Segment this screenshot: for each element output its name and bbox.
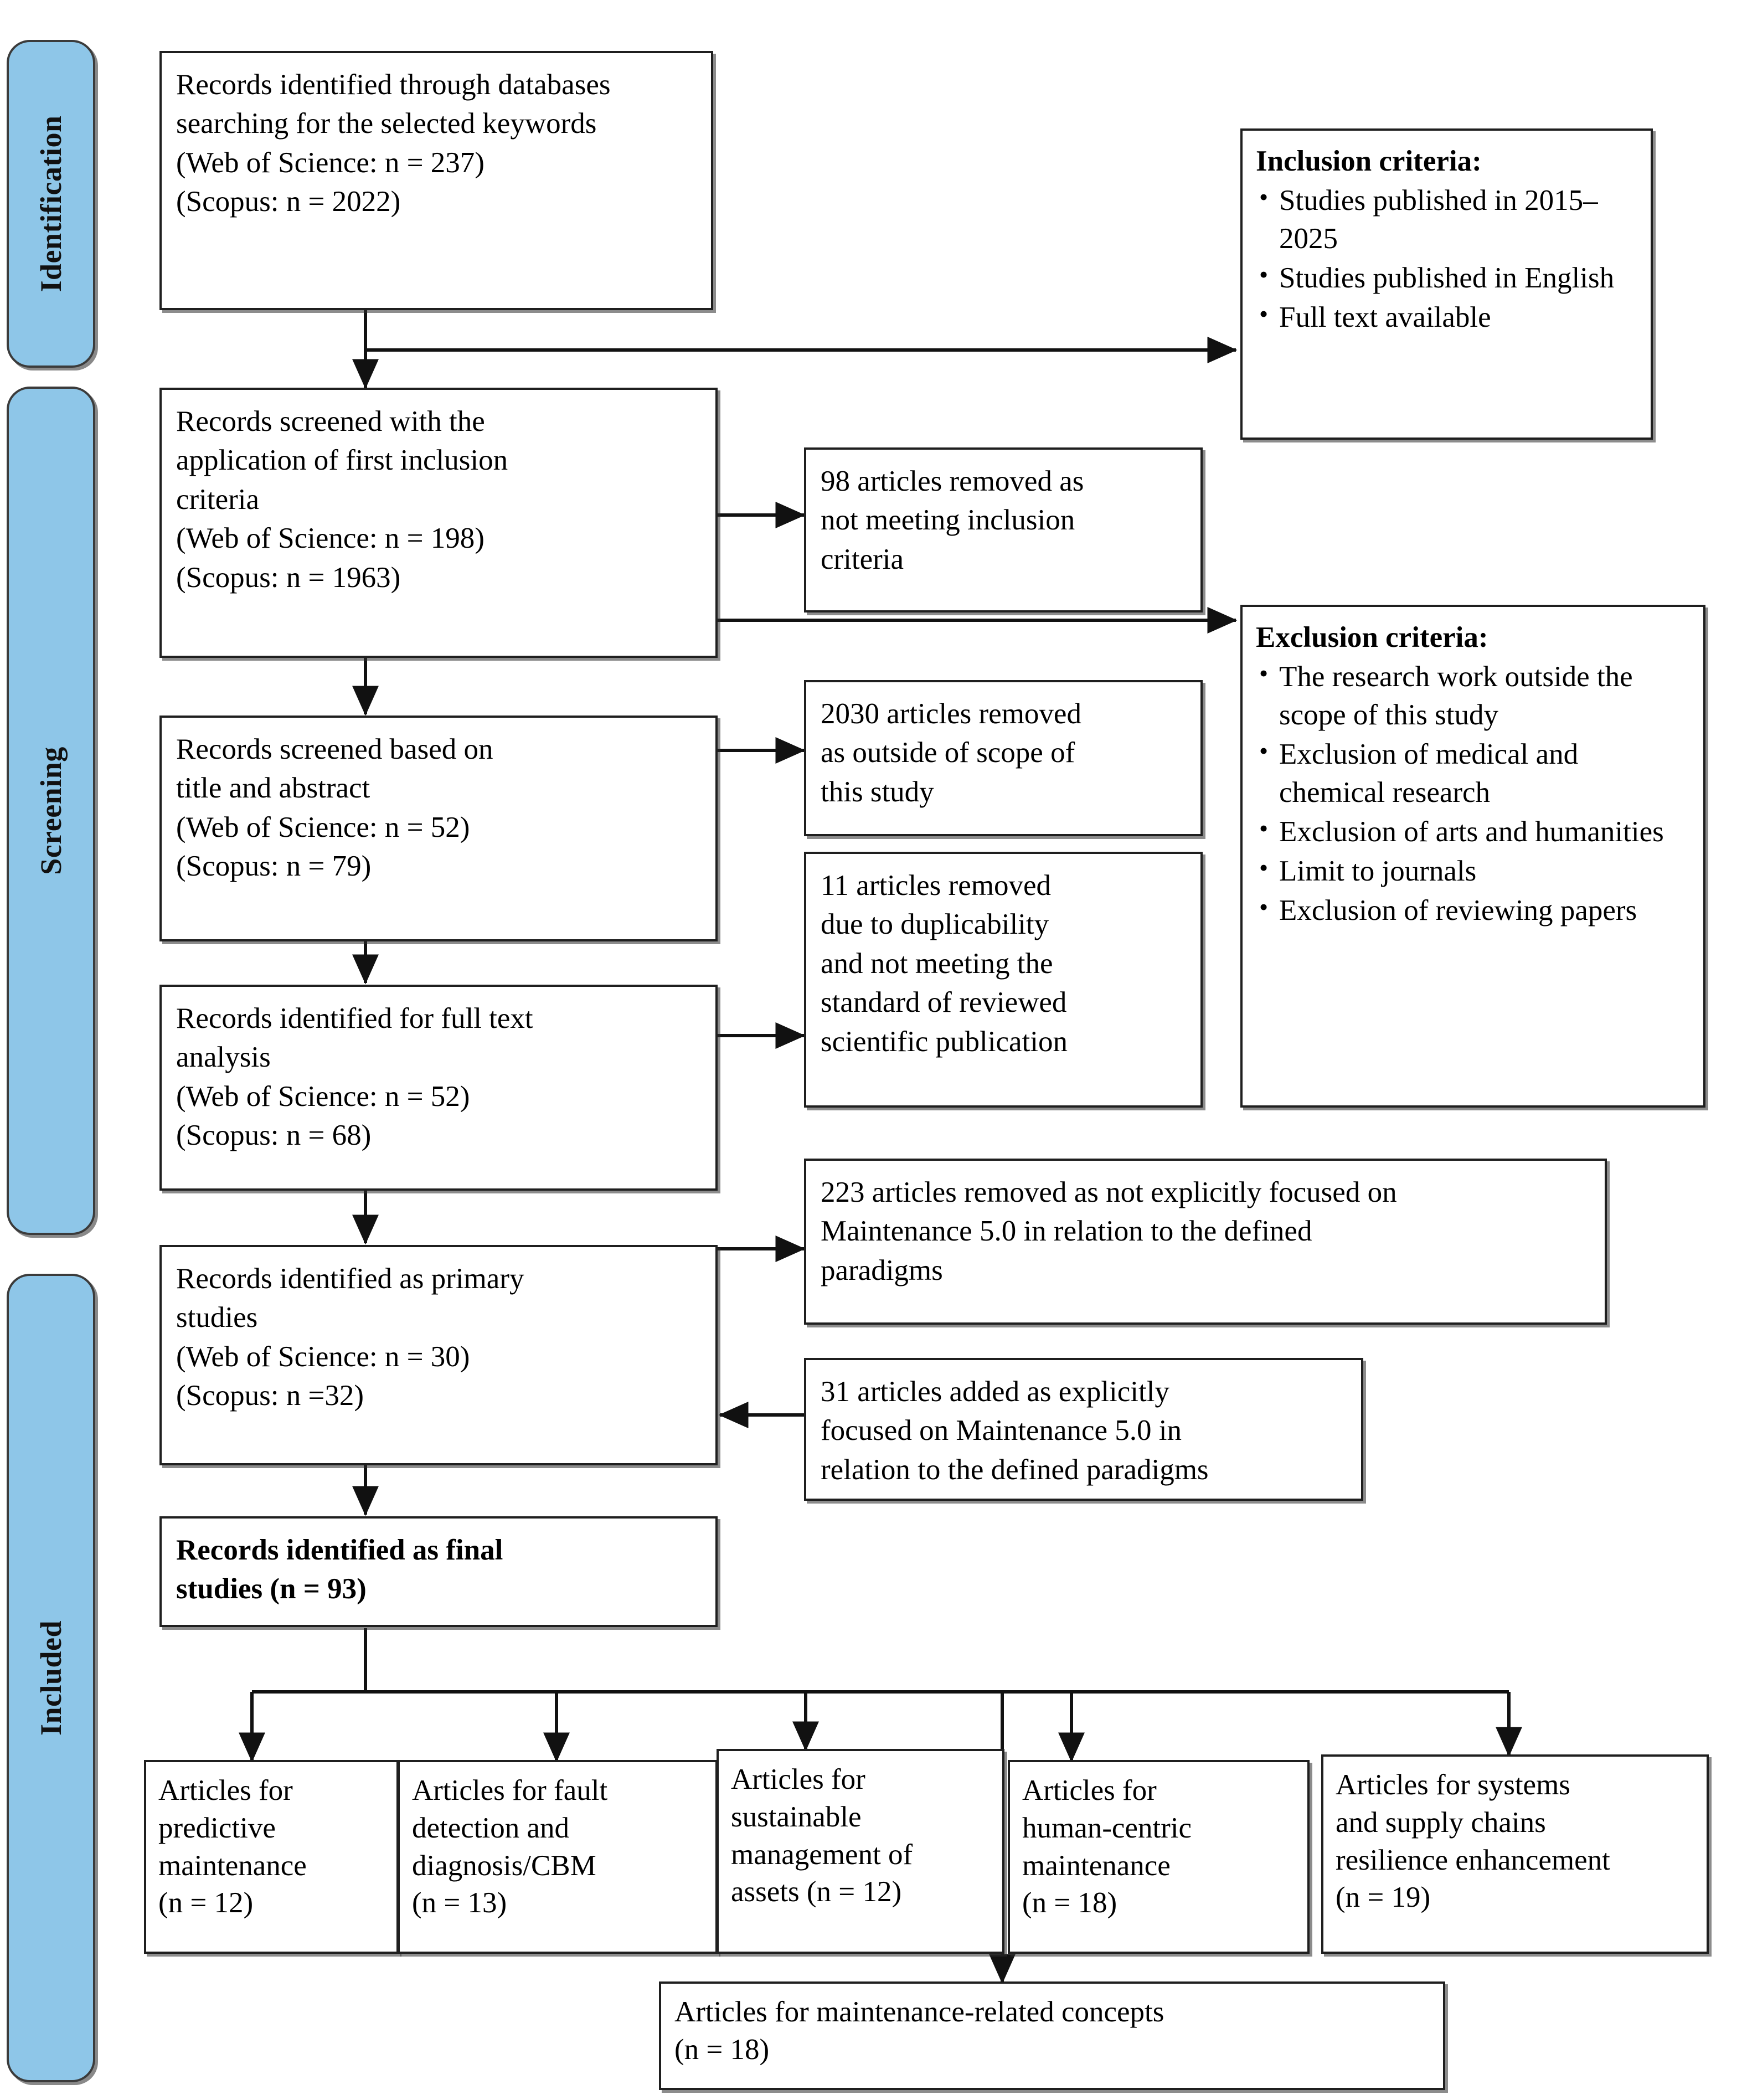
node-line: management of (731, 1838, 913, 1871)
node-line: 98 articles removed as (821, 465, 1084, 497)
node-line: assets (n = 12) (731, 1876, 902, 1908)
node-line: focused on Maintenance 5.0 in (821, 1414, 1182, 1447)
node-inclusion-criteria: Inclusion criteria: Studies published in… (1240, 128, 1653, 440)
node-line: (n = 12) (158, 1887, 254, 1919)
node-line: Articles for (158, 1774, 293, 1806)
node-line: (Web of Science: n = 198) (176, 522, 485, 555)
outcome-box-fault-detection: Articles for fault detection and diagnos… (398, 1760, 718, 1954)
exclusion-criteria-title: Exclusion criteria: (1256, 621, 1488, 653)
node-line: Articles for fault (412, 1774, 608, 1806)
node-line: (n = 18) (1022, 1887, 1117, 1919)
node-line: Articles for systems (1336, 1769, 1570, 1801)
node-line: resilience enhancement (1336, 1844, 1610, 1876)
node-line: diagnosis/CBM (412, 1849, 596, 1882)
node-line: (Web of Science: n = 52) (176, 811, 470, 843)
node-line: Records identified as primary (176, 1263, 524, 1295)
node-line: title and abstract (176, 772, 370, 805)
stage-bar-included: Included (7, 1274, 95, 2082)
node-line: predictive (158, 1811, 276, 1844)
node-removed-223: 223 articles removed as not explicitly f… (804, 1159, 1607, 1325)
node-records-identified: Records identified through databases sea… (159, 51, 713, 310)
outcome-box-systems-supply-chains: Articles for systems and supply chains r… (1321, 1754, 1709, 1954)
node-line: (Scopus: n = 2022) (176, 186, 401, 218)
node-line: Articles for maintenance-related concept… (674, 1996, 1164, 2028)
node-line: 223 articles removed as not explicitly f… (821, 1176, 1397, 1208)
node-line: this study (821, 775, 934, 808)
node-line: studies (n = 93) (176, 1573, 367, 1605)
node-line: maintenance (158, 1849, 307, 1882)
node-line: (Scopus: n = 1963) (176, 561, 401, 594)
node-line: (Web of Science: n = 237) (176, 146, 485, 179)
node-line: human-centric (1022, 1811, 1192, 1844)
criteria-item: Limit to journals (1256, 851, 1690, 891)
node-line: (Scopus: n = 79) (176, 850, 372, 883)
node-line: due to duplicability (821, 908, 1049, 941)
node-line: (n = 18) (674, 2033, 770, 2066)
node-line: application of first inclusion (176, 444, 508, 477)
node-line: criteria (821, 543, 904, 575)
outcome-box-sustainable-management: Articles for sustainable management of a… (717, 1749, 1004, 1954)
node-line: studies (176, 1301, 258, 1334)
node-line: Records identified as final (176, 1534, 503, 1566)
criteria-item: Studies published in English (1256, 258, 1637, 297)
node-line: (Scopus: n =32) (176, 1380, 364, 1412)
inclusion-criteria-title: Inclusion criteria: (1256, 145, 1482, 177)
node-removed-98: 98 articles removed as not meeting inclu… (804, 447, 1203, 612)
node-line: and supply chains (1336, 1806, 1546, 1839)
node-line: as outside of scope of (821, 737, 1075, 769)
node-line: (n = 19) (1336, 1881, 1431, 1914)
node-line: criteria (176, 483, 260, 516)
node-added-31: 31 articles added as explicitly focused … (804, 1358, 1363, 1501)
node-line: Articles for (731, 1763, 865, 1795)
stage-label-screening: Screening (34, 747, 68, 875)
node-line: (n = 13) (412, 1887, 507, 1919)
node-final-studies: Records identified as final studies (n =… (159, 1516, 718, 1627)
criteria-item: Exclusion of medical and chemical resear… (1256, 734, 1690, 812)
criteria-item: Exclusion of arts and humanities (1256, 812, 1690, 851)
stage-bar-screening: Screening (7, 387, 95, 1235)
node-line: maintenance (1022, 1849, 1171, 1882)
node-records-screened-first-criteria: Records screened with the application of… (159, 388, 718, 658)
node-line: (Scopus: n = 68) (176, 1119, 372, 1152)
node-line: not meeting inclusion (821, 504, 1075, 537)
node-line: Records identified for full text (176, 1002, 533, 1034)
node-line: Maintenance 5.0 in relation to the defin… (821, 1215, 1312, 1248)
outcome-box-maintenance-related-concepts: Articles for maintenance-related concept… (659, 1981, 1445, 2090)
inclusion-criteria-list: Studies published in 2015–2025 Studies p… (1256, 181, 1637, 337)
node-line: paradigms (821, 1254, 943, 1286)
node-line: Records screened based on (176, 733, 493, 765)
node-full-text-analysis: Records identified for full text analysi… (159, 985, 718, 1191)
exclusion-criteria-list: The research work outside the scope of t… (1256, 657, 1690, 930)
node-line: and not meeting the (821, 947, 1053, 980)
criteria-item: The research work outside the scope of t… (1256, 657, 1690, 734)
node-records-screened-title-abstract: Records screened based on title and abst… (159, 716, 718, 941)
node-line: (Web of Science: n = 52) (176, 1080, 470, 1113)
criteria-item: Studies published in 2015–2025 (1256, 181, 1637, 258)
stage-label-identification: Identification (34, 115, 68, 292)
node-line: sustainable (731, 1800, 862, 1833)
criteria-item: Full text available (1256, 297, 1637, 337)
node-line: relation to the defined paradigms (821, 1453, 1209, 1486)
node-line: 11 articles removed (821, 869, 1051, 902)
node-exclusion-criteria: Exclusion criteria: The research work ou… (1240, 605, 1705, 1108)
node-line: Articles for (1022, 1774, 1157, 1806)
node-line: searching for the selected keywords (176, 107, 597, 140)
node-line: standard of reviewed (821, 986, 1067, 1019)
criteria-item: Exclusion of reviewing papers (1256, 891, 1690, 930)
node-line: (Web of Science: n = 30) (176, 1340, 470, 1373)
node-primary-studies: Records identified as primary studies (W… (159, 1245, 718, 1465)
node-line: detection and (412, 1811, 570, 1844)
node-line: analysis (176, 1041, 271, 1074)
node-line: 2030 articles removed (821, 698, 1081, 730)
node-line: Records screened with the (176, 405, 485, 437)
outcome-box-predictive-maintenance: Articles for predictive maintenance (n =… (144, 1760, 399, 1954)
node-removed-11: 11 articles removed due to duplicability… (804, 852, 1203, 1108)
outcome-box-human-centric: Articles for human-centric maintenance (… (1008, 1760, 1310, 1954)
node-line: scientific publication (821, 1025, 1068, 1058)
node-line: 31 articles added as explicitly (821, 1376, 1169, 1408)
stage-bar-identification: Identification (7, 40, 95, 368)
stage-label-included: Included (34, 1620, 68, 1736)
node-line: Records identified through databases (176, 69, 611, 101)
node-removed-2030: 2030 articles removed as outside of scop… (804, 680, 1203, 836)
